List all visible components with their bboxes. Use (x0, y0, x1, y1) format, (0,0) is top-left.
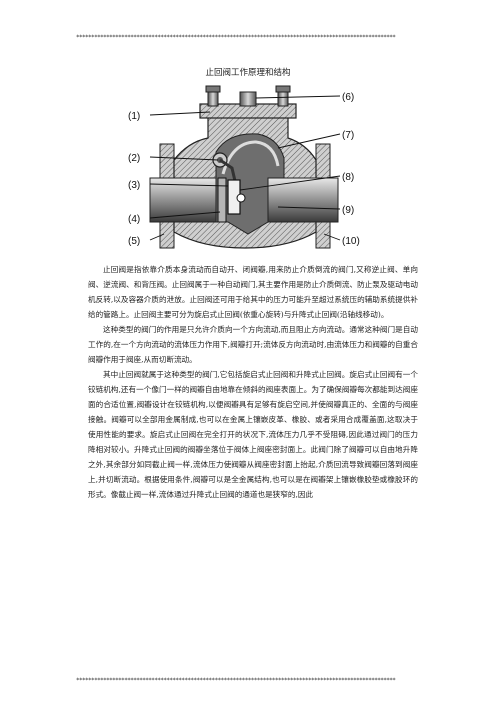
figure-label-3: (3) (128, 180, 140, 191)
figure-label-6: (6) (342, 92, 354, 103)
figure-label-9: (9) (342, 205, 354, 216)
paragraph-3: 其中止回阀就属于这种类型的阀门,它包括旋启式止回阀和升降式止回阀。旋启式止回阀有… (88, 370, 418, 499)
check-valve-diagram: (1) (2) (3) (4) (5) (6) (7) (8) (9) (10) (128, 85, 360, 249)
paragraph-1: 止回阀是指依靠介质本身流动而自动开、闭阀瓣,用来防止介质倒流的阀门,又称逆止阀、… (88, 265, 418, 319)
figure-label-1: (1) (128, 111, 140, 122)
page-title: 止回阀工作原理和结构 (205, 68, 291, 78)
figure-label-2: (2) (128, 153, 140, 164)
footer-star-line: ****************************************… (76, 677, 396, 684)
figure-label-8: (8) (342, 172, 354, 183)
paragraph-2: 这种类型的阀门的作用是只允许介质向一个方向流动,而且阻止方向流动。通常这种阀门是… (88, 325, 418, 364)
figure-label-7: (7) (342, 130, 354, 141)
figure-label-5: (5) (128, 236, 140, 247)
header-star-line: ****************************************… (76, 34, 396, 41)
figure-label-10: (10) (342, 236, 360, 247)
figure-label-4: (4) (128, 214, 140, 225)
body-text: 止回阀是指依靠介质本身流动而自动开、闭阀瓣,用来防止介质倒流的阀门,又称逆止阀、… (88, 262, 418, 502)
